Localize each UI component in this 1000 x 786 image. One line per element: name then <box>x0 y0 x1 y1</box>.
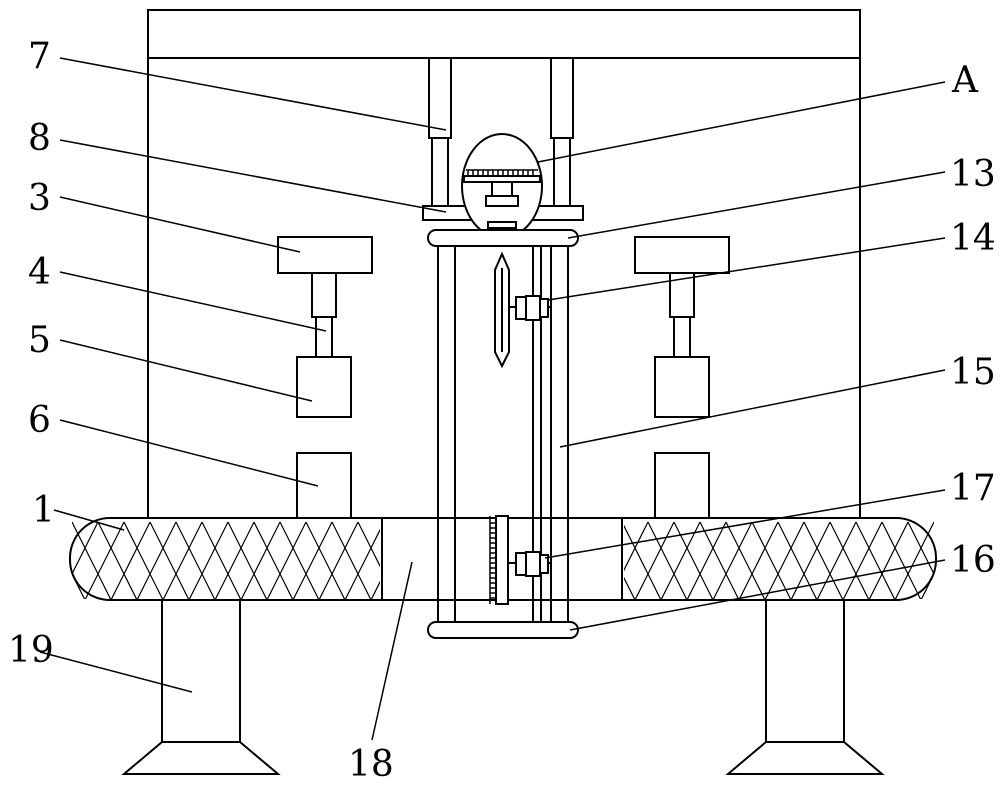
side-gear <box>489 516 496 604</box>
saw-column <box>427 229 579 639</box>
label-5: 5 <box>28 320 51 361</box>
hatch-left <box>72 521 380 599</box>
clamp-left <box>277 236 373 519</box>
label-8: 8 <box>28 118 51 159</box>
label-a: A <box>951 60 979 101</box>
leg-right <box>725 599 885 775</box>
label-19: 19 <box>8 630 54 671</box>
label-7: 7 <box>28 36 51 77</box>
leg-left <box>121 599 281 775</box>
upper-coupling <box>509 295 551 321</box>
label-18: 18 <box>348 744 394 785</box>
label-3: 3 <box>28 178 51 219</box>
lower-coupling <box>489 515 551 605</box>
leader-lines <box>39 57 946 741</box>
label-17: 17 <box>950 468 996 509</box>
label-15: 15 <box>950 352 996 393</box>
detail-a <box>461 133 543 239</box>
top-gear <box>466 169 538 176</box>
label-1: 1 <box>32 490 55 531</box>
clamp-right <box>634 236 730 519</box>
label-4: 4 <box>28 252 51 293</box>
label-16: 16 <box>950 540 996 581</box>
label-13: 13 <box>950 154 996 195</box>
label-14: 14 <box>950 218 996 259</box>
labels: 7 8 3 4 5 6 1 19 A 13 14 15 17 16 18 <box>8 36 996 785</box>
label-6: 6 <box>28 400 51 441</box>
